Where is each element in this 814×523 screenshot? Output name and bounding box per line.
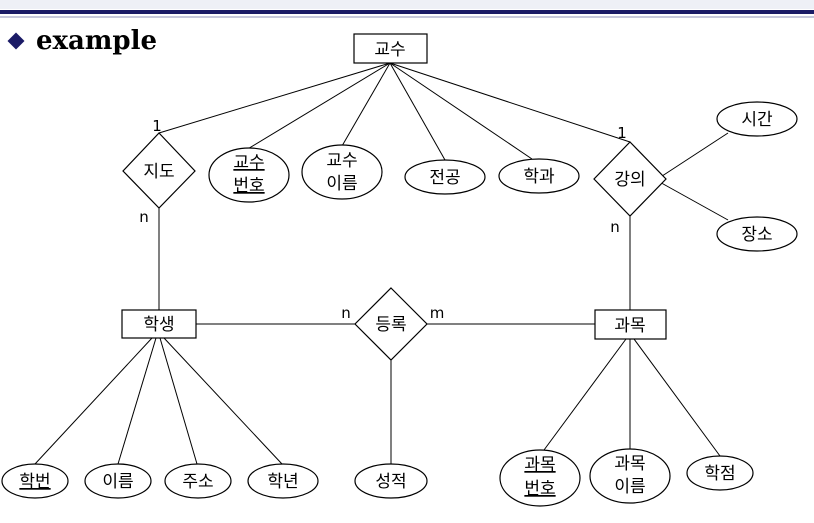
header-band — [0, 0, 814, 9]
attr-student-no-label: 학번 — [19, 472, 50, 492]
attr-score-label: 성적 — [375, 472, 406, 492]
attr-credit-label: 학점 — [704, 464, 735, 484]
attribute-time[interactable]: 시간 — [716, 101, 798, 137]
cardinality-enroll-course: m — [430, 304, 445, 322]
relationship-enroll[interactable]: 등록 — [354, 287, 428, 361]
attribute-major[interactable]: 전공 — [404, 159, 486, 195]
attribute-address[interactable]: 주소 — [164, 463, 232, 499]
line-student-name — [117, 337, 157, 465]
cardinality-lecture-course: n — [610, 218, 620, 236]
attr-course-no-line1: 과목 — [524, 455, 555, 475]
attr-address-label: 주소 — [182, 472, 213, 492]
line-prof-advise — [158, 62, 391, 134]
attr-course-name-line1: 과목 — [614, 454, 645, 474]
line-prof-lecture — [389, 62, 631, 143]
slide-title-text: example — [36, 26, 157, 56]
cardinality-advise-student: n — [139, 208, 149, 226]
line-prof-major — [389, 62, 446, 161]
attr-prof-name-line2: 이름 — [326, 174, 357, 194]
entity-course[interactable]: 과목 — [594, 309, 667, 340]
attr-time-label: 시간 — [741, 110, 773, 130]
entity-student[interactable]: 학생 — [121, 309, 197, 339]
line-prof-profno — [245, 62, 391, 151]
relationship-lecture-label: 강의 — [614, 170, 645, 190]
attr-course-no-line2: 번호 — [524, 479, 555, 499]
header-rule-dark — [0, 10, 814, 14]
attr-place-label: 장소 — [741, 225, 772, 245]
attr-year-label: 학년 — [267, 472, 298, 492]
slide-title: example — [6, 26, 157, 56]
attribute-score[interactable]: 성적 — [354, 463, 428, 499]
line-student-studentno — [34, 337, 153, 465]
line-course-courseno — [543, 338, 627, 451]
attribute-name[interactable]: 이름 — [84, 463, 152, 499]
line-lecture-time — [655, 132, 729, 181]
attr-dept-label: 학과 — [523, 167, 555, 187]
cardinality-enroll-student: n — [341, 304, 351, 322]
entity-professor[interactable]: 교수 — [353, 33, 428, 64]
connector-lines — [34, 62, 729, 465]
line-course-credit — [633, 338, 721, 457]
attribute-professor-name[interactable]: 교수 이름 — [301, 144, 383, 200]
attr-name-label: 이름 — [102, 472, 133, 492]
attribute-grade-year[interactable]: 학년 — [247, 463, 319, 499]
entity-course-label: 과목 — [614, 316, 645, 336]
attr-prof-no-line1: 교수 — [233, 153, 264, 173]
attr-prof-no-line2: 번호 — [233, 176, 264, 196]
attribute-place[interactable]: 장소 — [716, 216, 798, 252]
attribute-student-number[interactable]: 학번 — [1, 463, 69, 499]
attribute-professor-number[interactable]: 교수 번호 — [208, 147, 290, 203]
line-student-year — [163, 337, 283, 465]
attribute-course-number[interactable]: 과목 번호 — [499, 449, 581, 507]
relationship-lecture[interactable]: 강의 — [593, 141, 667, 217]
attribute-course-name[interactable]: 과목 이름 — [589, 448, 671, 504]
cardinality-lecture-prof: 1 — [617, 124, 627, 142]
entity-student-label: 학생 — [143, 315, 174, 335]
relationship-advise-label: 지도 — [143, 162, 174, 182]
line-prof-dept — [389, 62, 533, 160]
relationship-enroll-label: 등록 — [375, 315, 406, 335]
attribute-department[interactable]: 학과 — [498, 158, 580, 194]
line-prof-profname — [341, 62, 391, 147]
line-student-address — [159, 337, 198, 465]
attr-course-name-line2: 이름 — [614, 477, 645, 497]
attr-major-label: 전공 — [429, 168, 460, 188]
line-lecture-place — [655, 179, 729, 221]
attr-prof-name-line1: 교수 — [326, 151, 357, 171]
attribute-credit[interactable]: 학점 — [686, 455, 754, 491]
relationship-advise[interactable]: 지도 — [122, 132, 196, 209]
slide-header-bar — [0, 0, 814, 22]
entity-professor-label: 교수 — [374, 40, 405, 60]
cardinality-advise-prof: 1 — [152, 117, 162, 135]
header-rule-light — [0, 16, 814, 18]
